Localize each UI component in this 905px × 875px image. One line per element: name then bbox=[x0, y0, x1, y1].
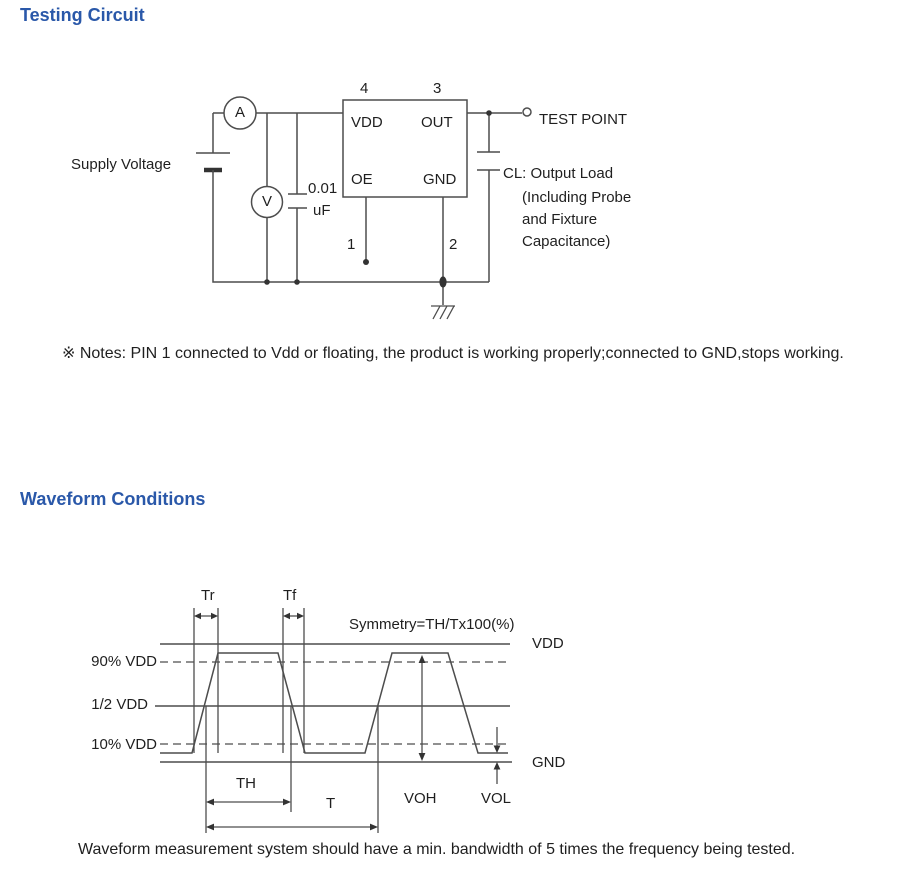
battery-symbol bbox=[196, 151, 230, 173]
th-arrow bbox=[206, 798, 291, 806]
ic-pin-out-label: OUT bbox=[421, 114, 453, 131]
cl-label-line3: and Fixture bbox=[522, 211, 598, 228]
gnd-level-label: GND bbox=[532, 754, 566, 771]
cl-label-line4: Capacitance) bbox=[522, 233, 611, 250]
testing-circuit-note: ※ Notes: PIN 1 connected to Vdd or float… bbox=[62, 345, 844, 362]
pin4-number: 4 bbox=[360, 80, 369, 97]
symmetry-label: Symmetry=TH/Tx100(%) bbox=[349, 616, 515, 633]
tr-label: Tr bbox=[201, 587, 215, 604]
t-label: T bbox=[326, 795, 336, 812]
voh-arrow bbox=[418, 655, 426, 761]
t-arrow bbox=[206, 823, 378, 831]
waveform-diagram bbox=[155, 608, 512, 833]
level-10-label: 10% VDD bbox=[91, 736, 157, 753]
junction-dots bbox=[264, 110, 492, 288]
testing-circuit-heading: Testing Circuit bbox=[20, 5, 145, 25]
cap-unit-label: uF bbox=[313, 202, 331, 219]
th-label: TH bbox=[236, 775, 256, 792]
ground-symbol bbox=[431, 305, 455, 320]
voltmeter-symbol bbox=[250, 185, 284, 219]
reference-lines bbox=[155, 643, 512, 763]
ammeter-symbol bbox=[223, 96, 257, 130]
voh-label: VOH bbox=[404, 790, 437, 807]
vol-label: VOL bbox=[481, 790, 512, 807]
waveform-conditions-heading: Waveform Conditions bbox=[20, 489, 206, 509]
level-50-label: 1/2 VDD bbox=[91, 696, 148, 713]
tf-arrow bbox=[283, 612, 304, 620]
decoupling-cap-symbol bbox=[288, 193, 307, 209]
vol-arrows bbox=[493, 727, 501, 784]
vdd-level-label: VDD bbox=[532, 635, 564, 652]
ic-pin-gnd-label: GND bbox=[423, 171, 457, 188]
cap-value-label: 0.01 bbox=[308, 180, 338, 197]
test-point-label: TEST POINT bbox=[539, 111, 628, 128]
circuit-wires bbox=[212, 112, 522, 305]
waveform-caption: Waveform measurement system should have … bbox=[78, 841, 796, 858]
timing-guides bbox=[193, 608, 379, 833]
voltmeter-letter: V bbox=[261, 193, 272, 210]
ic-pin-oe-label: OE bbox=[351, 171, 373, 188]
pin2-number: 2 bbox=[449, 236, 458, 253]
test-point-terminal bbox=[522, 107, 532, 117]
ic-pin-vdd-label: VDD bbox=[351, 114, 383, 131]
cl-label-line2: (Including Probe bbox=[522, 189, 632, 206]
pin3-number: 3 bbox=[433, 80, 442, 97]
testing-circuit-diagram bbox=[196, 96, 532, 320]
ammeter-letter: A bbox=[234, 104, 245, 121]
supply-voltage-label: Supply Voltage bbox=[71, 156, 172, 173]
tf-label: Tf bbox=[283, 587, 297, 604]
load-cap-symbol bbox=[477, 151, 500, 171]
cl-label-line1: CL: Output Load bbox=[503, 165, 614, 182]
waveform-trace bbox=[160, 652, 508, 754]
pin1-number: 1 bbox=[347, 236, 356, 253]
tr-arrow bbox=[194, 612, 218, 620]
ic-box bbox=[342, 99, 468, 198]
level-90-label: 90% VDD bbox=[91, 653, 157, 670]
